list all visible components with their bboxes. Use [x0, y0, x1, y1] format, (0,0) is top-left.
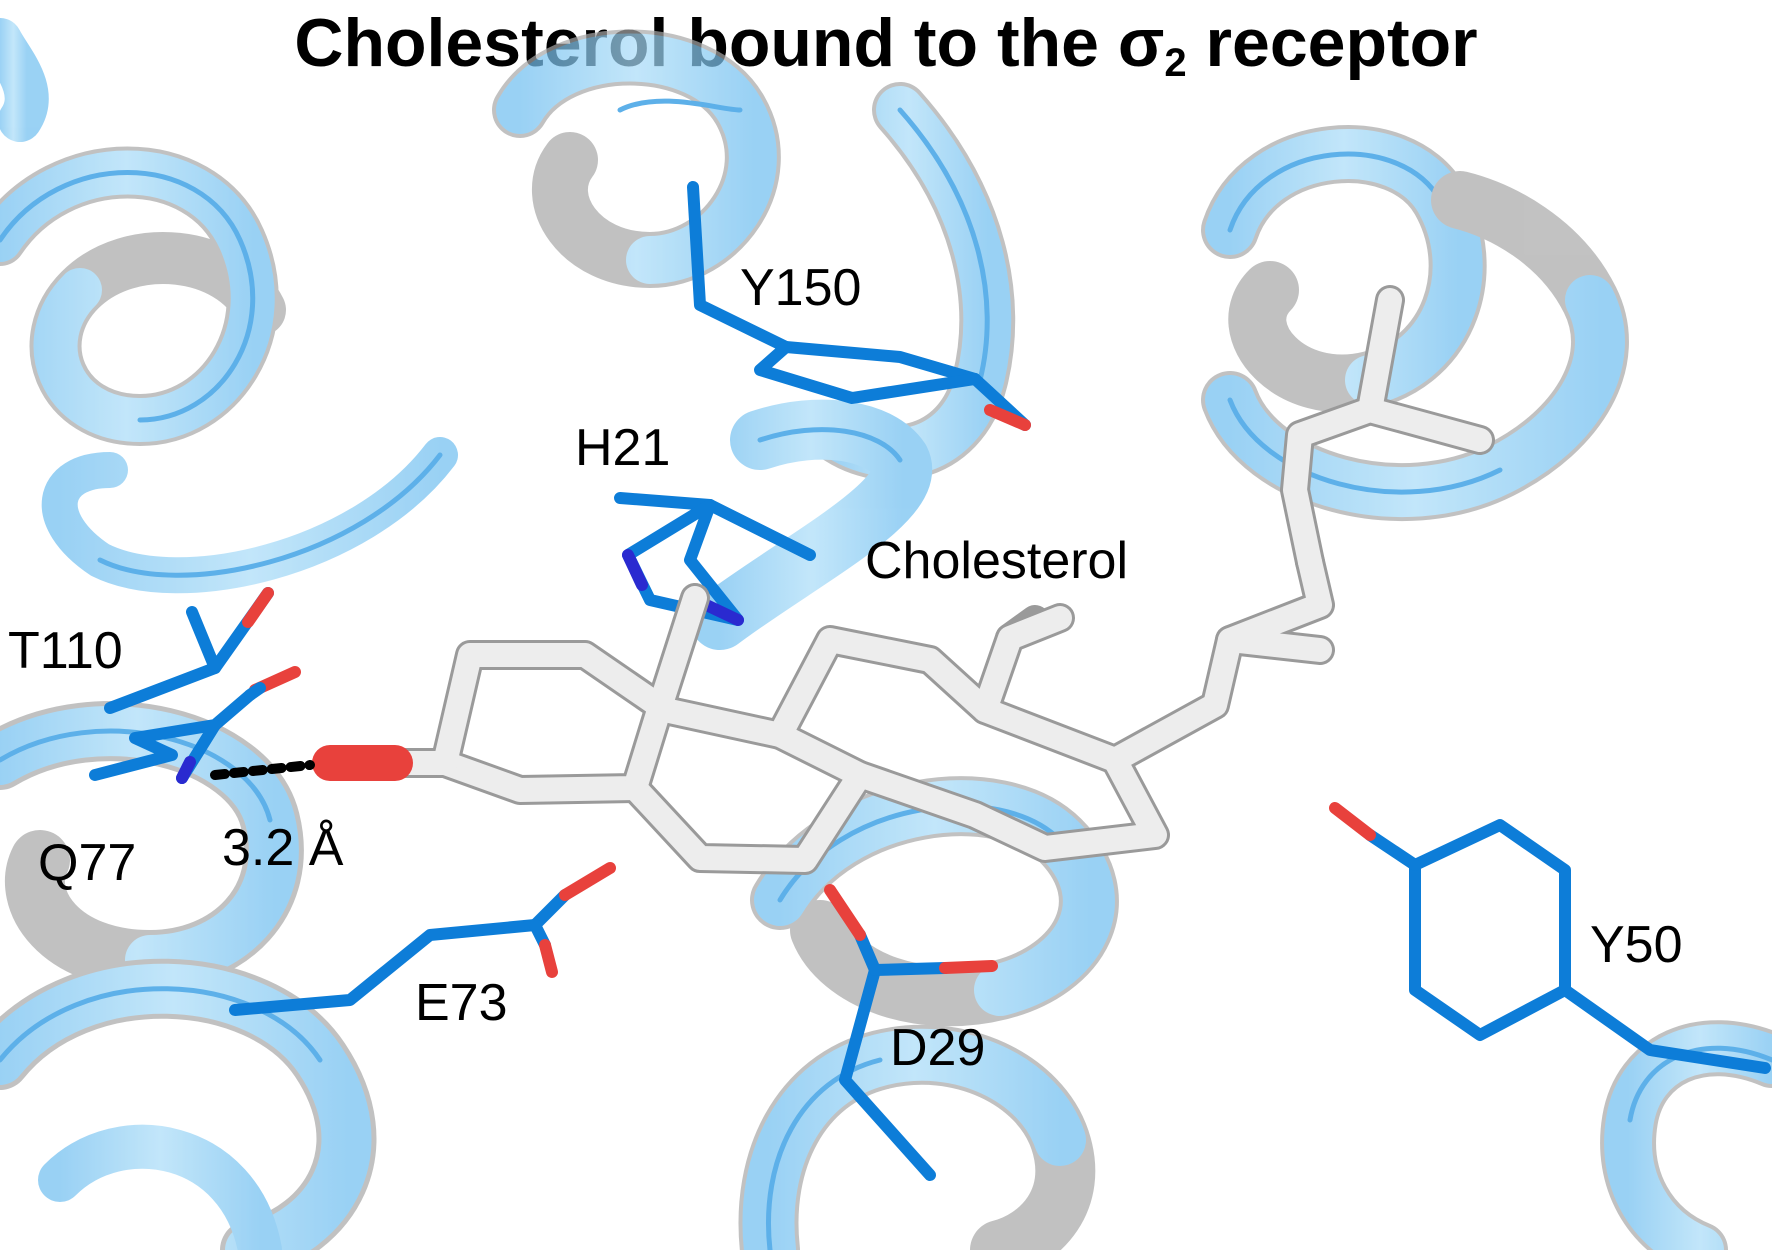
label-y150: Y150	[740, 259, 861, 317]
cholesterol-molecule	[312, 285, 1495, 875]
residue-y50	[1329, 802, 1771, 1074]
residue-q77	[89, 666, 301, 784]
hydrogen-bond	[210, 760, 315, 780]
helix-top-right	[1201, 125, 1629, 522]
helix-bottom-right	[1600, 1020, 1772, 1250]
label-q77: Q77	[38, 834, 136, 892]
helix-center-bottom	[738, 776, 1119, 1250]
helix-left	[41, 437, 458, 594]
label-y50: Y50	[1590, 916, 1683, 974]
helix-bottom-left	[0, 958, 377, 1250]
residue-t110	[104, 587, 274, 714]
label-e73: E73	[415, 974, 508, 1032]
title-suffix: receptor	[1186, 5, 1478, 81]
label-d29: D29	[890, 1019, 985, 1077]
label-cholesterol: Cholesterol	[865, 532, 1128, 590]
label-distance: 3.2 Å	[222, 819, 344, 877]
label-h21: H21	[575, 419, 670, 477]
residue-e73	[229, 862, 616, 1016]
title-subscript: 2	[1164, 41, 1187, 85]
residue-y150	[687, 181, 1031, 431]
helix-top-left	[0, 18, 286, 446]
residue-d29	[824, 884, 998, 1181]
residues	[89, 181, 1771, 1181]
label-t110: T110	[8, 622, 123, 680]
helix-center	[690, 399, 933, 650]
